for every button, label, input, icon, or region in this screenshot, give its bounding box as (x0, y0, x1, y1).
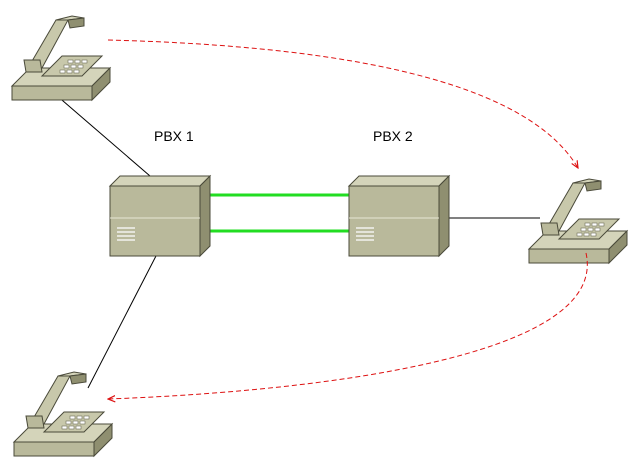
call-path-top-to-right (107, 39, 578, 168)
phone-top-left (11, 15, 111, 101)
phone-bottom-left (13, 371, 113, 457)
pbx2-node (348, 175, 450, 257)
pbx1-node (109, 175, 211, 257)
pbx2-label: PBX 2 (373, 128, 413, 144)
pbx1-label: PBX 1 (154, 128, 194, 144)
wire-pbx1-to-phone-bottom (87, 253, 158, 389)
call-path-right-to-bottom (108, 252, 588, 399)
wire-phone-top-to-pbx1 (47, 87, 151, 177)
phone-right (528, 178, 628, 264)
